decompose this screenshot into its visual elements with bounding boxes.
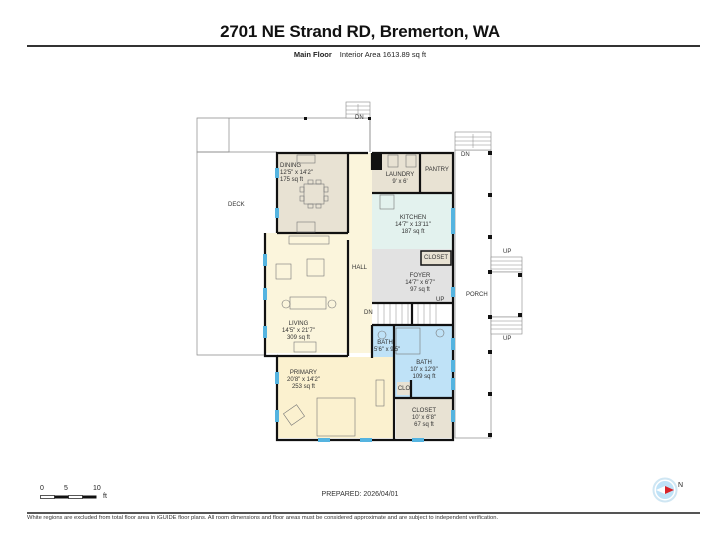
interior-area: Interior Area 1613.89 sq ft [339,50,427,59]
room-pantry [420,153,453,193]
disclaimer: White regions are excluded from total fl… [27,515,499,521]
porch-stairs-up-1 [490,256,523,273]
compass-north-label: N [678,482,684,489]
room-label-hall: HALL [352,265,368,271]
prepared-date: PREPARED: 2026/04/01 [321,491,399,498]
scale-tick-0: 0 [40,485,44,492]
area-label-deck: DECK [228,202,245,208]
stair-label-porch-up-2: UP [503,336,512,342]
room-closet-foyer [420,250,452,266]
floor-name: Main Floor [293,50,332,59]
room-hall [348,153,372,353]
room-living [265,233,348,353]
footer-divider [27,512,700,514]
compass: N [652,477,688,510]
room-kitchen [372,193,453,249]
header-divider [27,45,700,47]
room-label-clo: CLO [397,386,411,392]
scale-tick-10: 10 [93,485,101,492]
stair-label-interior-up: UP [436,297,445,303]
room-clo [397,382,411,395]
scale-unit: ft [103,493,107,500]
room-dining [277,153,348,233]
floor-summary: Main Floor Interior Area 1613.89 sq ft [0,50,720,59]
area-label-porch: PORCH [466,292,488,298]
room-label-closet-foyer: CLOSET [423,255,448,261]
room-bath-small [372,325,394,358]
page-title: 2701 NE Strand RD, Bremerton, WA [220,22,500,41]
porch-stairs-up-2 [490,316,523,335]
stair-label-interior-dn: DN [364,310,373,316]
scale-tick-5: 5 [64,485,68,492]
room-closet [396,399,453,438]
stair-label-deck-dn: DN [355,115,364,121]
deck-outline [196,117,371,153]
scale-bar-graphic [40,495,97,499]
stair-label-porch-dn: DN [461,152,470,158]
stair-label-porch-up-1: UP [503,249,512,255]
compass-icon [652,477,678,503]
room-label-pantry: PANTRY [425,167,449,173]
room-primary [277,357,394,438]
